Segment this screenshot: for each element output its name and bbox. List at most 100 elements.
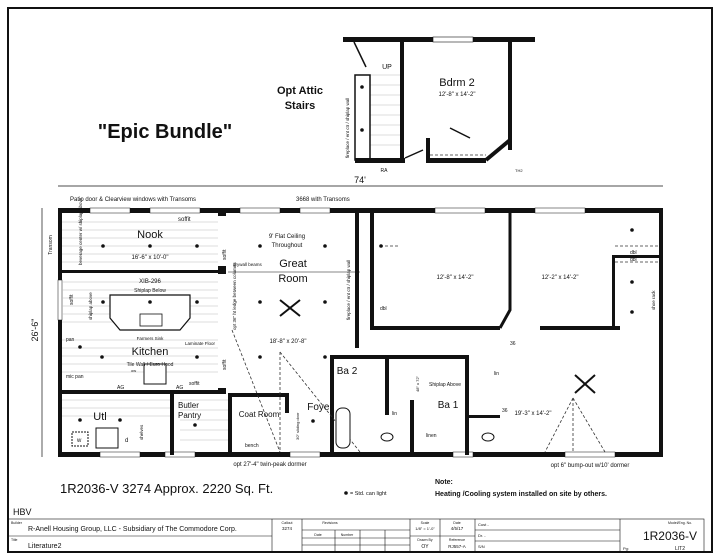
reference-value: RJ557-A xyxy=(448,544,466,549)
foyer-label: Foyer xyxy=(307,402,333,413)
great-room-size: 18'-8" x 20'-8" xyxy=(270,339,307,345)
bath1-label: Ba 1 xyxy=(438,400,459,411)
kitchen-label: Kitchen xyxy=(132,346,169,358)
transoms-note: 3668 with Transoms xyxy=(296,197,350,203)
shiplap-below: Shiplap Below xyxy=(134,288,166,294)
scale-value: 1/8" = 1'-0" xyxy=(415,526,435,531)
exterior-walls xyxy=(57,207,663,458)
date-value: 4/5/17 xyxy=(451,526,464,531)
ag-right: AG xyxy=(176,385,183,391)
attic-bedroom-label: Bdrm 2 xyxy=(439,77,474,89)
butler-label: Butler xyxy=(178,401,199,410)
soffit-side: soffit xyxy=(69,294,75,305)
drawn-by-value: OY xyxy=(421,544,429,550)
nook-size: 16'-6" x 10'-0" xyxy=(132,255,169,261)
sliding-door-note: 30" sliding door xyxy=(295,412,300,440)
drawing-title: Literature2 xyxy=(28,543,62,550)
title-caption: Title xyxy=(11,538,18,542)
pantry-room-label: Pantry xyxy=(178,411,201,420)
serial-field: S/N xyxy=(478,544,485,549)
ceiling-note-line2: Throughout xyxy=(272,243,303,249)
dbl-closet-1: dbl xyxy=(630,250,637,256)
coat-room-label: Coat Room xyxy=(239,410,280,419)
dbl-closet-3: dbl xyxy=(380,306,387,312)
pantry-label: pan xyxy=(66,337,75,343)
bedroom3-size: 12'-8" x 14'-2" xyxy=(437,275,474,281)
attic-stairs-inset xyxy=(343,36,535,163)
linen-label: linen xyxy=(426,433,437,439)
soffit-label: soffit xyxy=(189,381,200,387)
laminate-note: Laminate Floor xyxy=(185,341,216,346)
revision-number-header: Number xyxy=(341,533,354,537)
room-labels: Nook 16'-6" x 10'-0" soffit beverage cen… xyxy=(66,197,656,469)
bump-out-dormer-note: opt 6" bump-out w/10' dormer xyxy=(551,463,630,469)
drywall-beams-note: drywall beams xyxy=(233,262,263,267)
scale-caption: Scale xyxy=(421,521,430,525)
transom-side-note: Transom xyxy=(48,235,54,255)
builder-caption: Builder xyxy=(11,521,23,525)
linen-closet-ba1: lin xyxy=(494,371,499,377)
attic-bedroom-size: 12'-8" x 14'-2" xyxy=(439,92,476,98)
hbv-label: HBV xyxy=(13,507,32,517)
shiplap-above-bath: Shiplap Above xyxy=(429,382,461,388)
soffit-kitchen: soffit xyxy=(222,359,228,370)
door-36-bath: 36 xyxy=(502,408,508,414)
attic-misc-label: TH2 xyxy=(515,168,523,173)
callout-value: 3274 xyxy=(282,526,293,531)
model-caption: Model/Eng. No. xyxy=(668,521,692,525)
dryer-label: d xyxy=(125,438,128,444)
model-number: 1R2036-V xyxy=(643,529,697,543)
mic-pan-label: mic pan xyxy=(66,374,84,380)
attic-label-line2: Stairs xyxy=(285,100,316,112)
interior-walls xyxy=(58,208,659,455)
shelves-label: shelves xyxy=(139,424,144,440)
revision-date-header: Date xyxy=(314,533,321,537)
bedroom4-size: 12'-2" x 14'-2" xyxy=(542,275,579,281)
door-36-hall: 36 xyxy=(510,341,516,347)
nook-soffit: soffit xyxy=(178,217,191,223)
soffit-column: soffit xyxy=(222,249,228,260)
sheet-border xyxy=(7,7,713,553)
note-title: Note: xyxy=(435,479,453,486)
great-room-label-2: Room xyxy=(278,273,307,285)
ledge-note: opt 36" ht ledge between columns xyxy=(232,262,237,330)
nook-label: Nook xyxy=(137,229,163,241)
washer-label: w xyxy=(76,438,82,444)
page-value: LIT2 xyxy=(675,546,685,552)
farmers-sink-note: Farmers Sink xyxy=(137,336,165,341)
builder-name: R-Anell Housing Group, LLC - Subsidiary … xyxy=(28,526,237,533)
plan-summary: 1R2036-V 3274 Approx. 2220 Sq. Ft. xyxy=(60,481,273,496)
patio-door-note: Patio door & Clearview windows with Tran… xyxy=(70,197,196,203)
plan-title: "Epic Bundle" xyxy=(98,121,233,143)
note-text: Heating /Cooling system installed on sit… xyxy=(435,491,607,498)
oven-label: ow xyxy=(131,368,136,373)
fireplace-note: fireplace / ent ctr / shiplap wall xyxy=(346,260,351,320)
depth-dimension: 26'-6" xyxy=(30,319,40,342)
title-block xyxy=(7,518,705,553)
reference-caption: Reference xyxy=(449,538,465,542)
shower-size: 48" x 72" xyxy=(415,375,420,392)
shiplap-above: shiplap above xyxy=(88,292,93,320)
linen-closet-ba2: lin xyxy=(392,411,397,417)
island-model: XIB-296 xyxy=(139,279,161,285)
attic-wall-note: fireplace / ent ctr / shiplap wall xyxy=(345,98,350,158)
master-bedroom-size: 19'-3" x 14'-2" xyxy=(515,411,552,417)
attic-label-line1: Opt Attic xyxy=(277,85,323,97)
bath2-label: Ba 2 xyxy=(337,366,358,377)
can-light-legend-icon xyxy=(344,491,348,495)
utility-label: Utl xyxy=(93,411,106,423)
great-room-label-1: Great xyxy=(279,258,307,270)
can-light-legend: = Std. can light xyxy=(350,491,387,497)
date-caption: Date xyxy=(453,521,460,525)
attic-up-label: UP xyxy=(382,64,392,71)
customer-field: Cust - xyxy=(478,522,489,527)
callout-caption: Callout xyxy=(282,521,293,525)
revisions-caption: Revisions xyxy=(322,521,337,525)
tile-wall-note: Tile Wall / Euro Hood xyxy=(127,362,174,368)
attic-ra-label: RA xyxy=(381,168,389,174)
twin-peak-dormer-note: opt 27'-4" twin-peak dormer xyxy=(233,462,306,468)
dbl-closet-2: dbl xyxy=(630,257,637,263)
page-caption: Pg: xyxy=(623,546,629,551)
ag-left: AG xyxy=(117,385,124,391)
